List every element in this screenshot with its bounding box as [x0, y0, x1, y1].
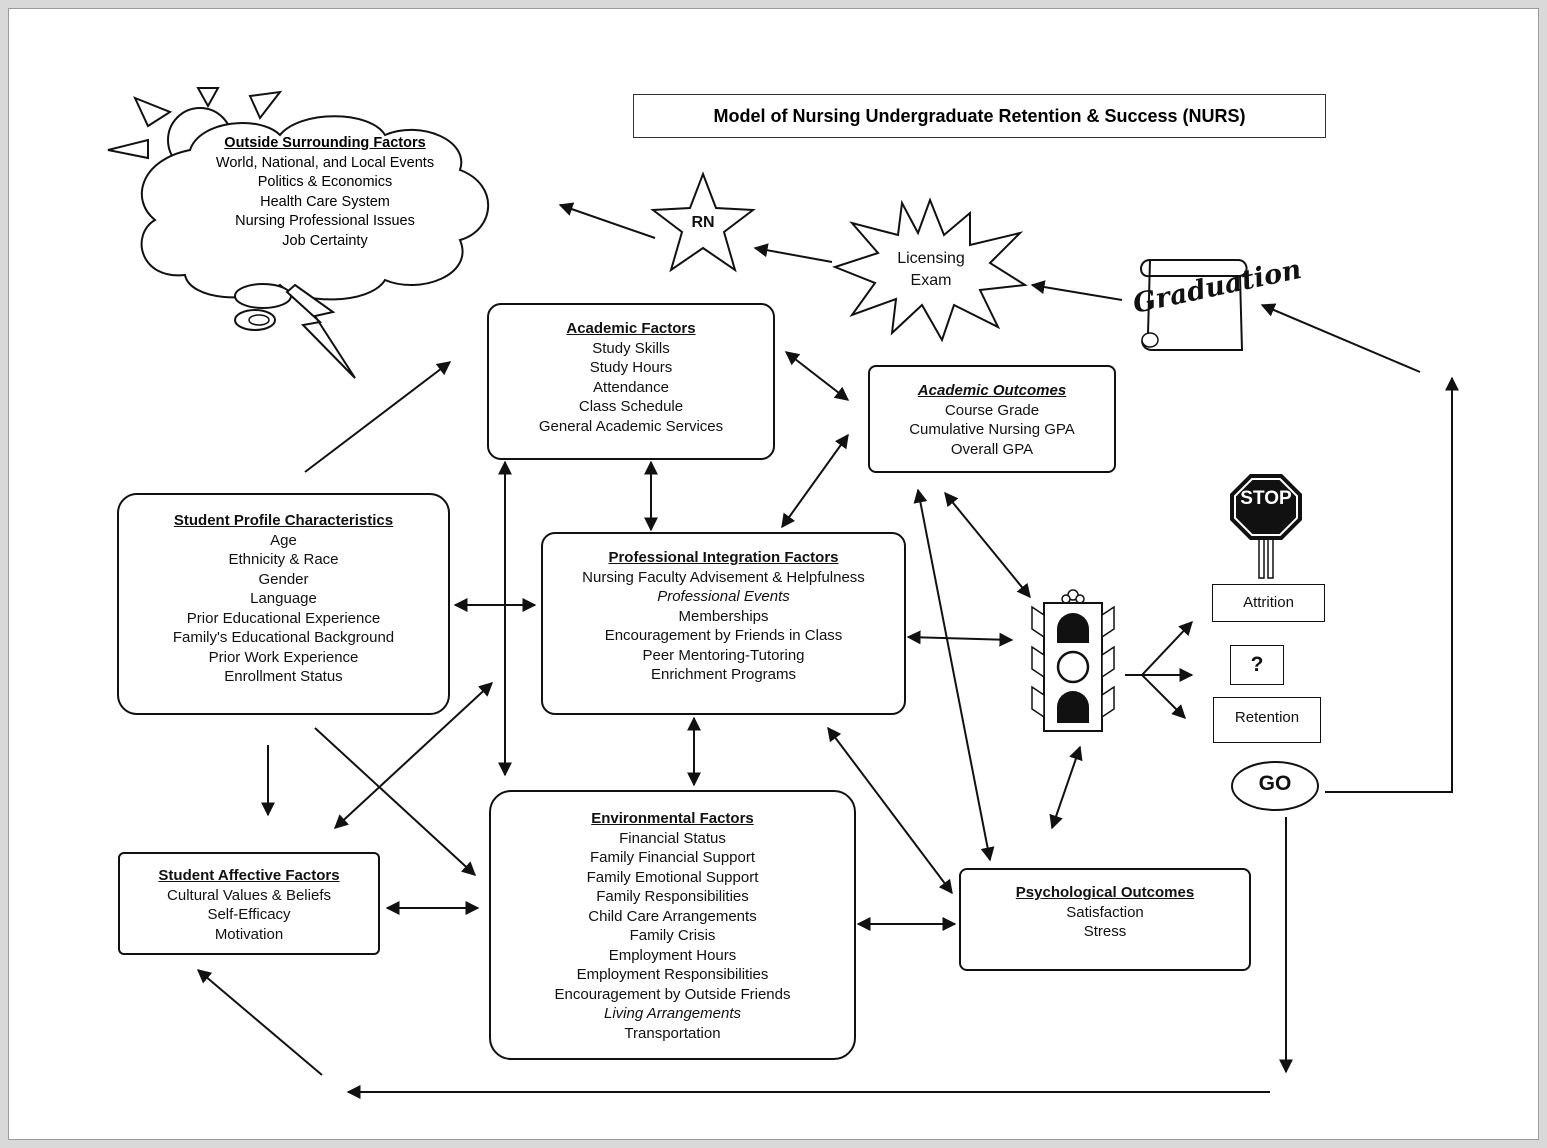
arrow-graduation-to-exam	[1030, 280, 1123, 301]
environmental-factor-item: Employment Responsibilities	[576, 966, 769, 983]
rn-label: RN	[691, 214, 715, 231]
attrition-label: Attrition	[1243, 594, 1294, 611]
professional-integration-item: Encouragement by Friends in Class	[604, 627, 843, 644]
traffic-light-icon	[1031, 589, 1115, 732]
academic-outcomes-box: Academic Outcomes Course Grade Cumulativ…	[868, 365, 1116, 473]
academic-outcome-item: Course Grade	[944, 401, 1040, 419]
academic-factor-item: General Academic Services	[538, 417, 724, 435]
student-profile-heading: Student Profile Characteristics	[173, 512, 394, 529]
academic-outcome-item: Cumulative Nursing GPA	[909, 421, 1075, 438]
outside-factor-item: Politics & Economics	[257, 174, 393, 190]
professional-integration-item: Memberships	[678, 607, 769, 625]
student-profile-box: Student Profile Characteristics Age Ethn…	[117, 493, 450, 715]
environmental-factor-item: Employment Hours	[608, 946, 737, 964]
academic-factor-item: Study Skills	[592, 339, 670, 357]
retention-label: Retention	[1234, 709, 1300, 726]
student-profile-item: Prior Educational Experience	[186, 609, 381, 627]
academic-factor-item: Attendance	[593, 378, 669, 396]
environmental-factor-item: Family Responsibilities	[596, 888, 749, 905]
student-profile-item: Gender	[258, 570, 309, 588]
professional-integration-item: Nursing Faculty Advisement & Helpfulness	[582, 568, 865, 586]
question-box: ?	[1230, 645, 1284, 685]
academic-factors-heading: Academic Factors	[566, 320, 696, 337]
student-affective-item: Motivation	[214, 925, 284, 943]
lightning-icon	[234, 283, 356, 379]
environmental-factor-item: Financial Status	[619, 829, 726, 847]
arrow-to-retention	[1141, 674, 1186, 719]
professional-integration-box: Professional Integration Factors Nursing…	[541, 532, 906, 715]
arrow-rn-to-cloud	[558, 202, 656, 239]
stop-label: STOP	[1240, 488, 1292, 509]
student-affective-item: Self-Efficacy	[207, 906, 291, 923]
environmental-factor-item: Living Arrangements	[603, 1005, 741, 1022]
arrow-exam-to-rn	[753, 243, 833, 263]
arrow-affective-professional	[333, 682, 494, 829]
attrition-box: Attrition	[1212, 584, 1325, 622]
arrow-outcomes-psychological	[913, 488, 995, 862]
outside-factor-item: Job Certainty	[282, 232, 368, 249]
environmental-factors-box: Environmental Factors Financial Status F…	[489, 790, 856, 1060]
arrow-outcomes-traffic	[944, 491, 1031, 599]
rn-star-icon	[650, 171, 756, 273]
outside-factor-item: Nursing Professional Issues	[235, 213, 415, 229]
student-profile-item: Ethnicity & Race	[228, 551, 339, 568]
psychological-outcomes-heading: Psychological Outcomes	[1015, 884, 1195, 901]
go-oval-icon	[1231, 761, 1319, 811]
student-profile-item: Family's Educational Background	[172, 629, 395, 646]
psychological-outcome-item: Satisfaction	[1066, 903, 1144, 921]
student-profile-item: Language	[250, 590, 317, 607]
graduation-scroll-icon	[1140, 259, 1248, 351]
outside-factors-text: Outside Surrounding Factors World, Natio…	[190, 134, 460, 251]
arrow-profile-to-environmental	[314, 727, 477, 876]
psychological-outcomes-box: Psychological Outcomes Satisfaction Stre…	[959, 868, 1251, 971]
diagram-title: Model of Nursing Undergraduate Retention…	[633, 94, 1326, 138]
arrow-profile-to-academic	[304, 361, 452, 473]
professional-integration-heading: Professional Integration Factors	[608, 549, 839, 566]
academic-factor-item: Class Schedule	[578, 398, 684, 415]
professional-integration-item: Professional Events	[657, 588, 790, 605]
environmental-factor-item: Encouragement by Outside Friends	[554, 985, 791, 1003]
cloud-shape	[140, 115, 490, 301]
arrow-professional-traffic	[906, 630, 1014, 647]
student-affective-item: Cultural Values & Beliefs	[167, 886, 331, 904]
psychological-outcome-item: Stress	[1083, 923, 1127, 940]
environmental-factor-item: Family Financial Support	[589, 849, 756, 866]
student-affective-heading: Student Affective Factors	[158, 867, 340, 884]
arrow-outcomes-professional	[781, 433, 849, 529]
arrow-professional-psychological	[827, 726, 953, 895]
academic-outcome-item: Overall GPA	[950, 440, 1034, 458]
environmental-factor-item: Transportation	[624, 1024, 721, 1042]
question-label: ?	[1250, 653, 1264, 676]
professional-integration-item: Peer Mentoring-Tutoring	[642, 646, 805, 664]
environmental-factors-heading: Environmental Factors	[591, 810, 754, 827]
student-profile-item: Prior Work Experience	[208, 648, 359, 666]
arrow-up-to-graduation	[1260, 303, 1421, 373]
student-affective-box: Student Affective Factors Cultural Value…	[118, 852, 380, 955]
licensing-label: Licensing Exam	[897, 250, 965, 289]
academic-factors-box: Academic Factors Study Skills Study Hour…	[487, 303, 775, 460]
outside-factor-item: World, National, and Local Events	[215, 154, 435, 171]
arrow-to-affective	[196, 969, 323, 1076]
environmental-factor-item: Family Crisis	[629, 927, 716, 944]
professional-integration-item: Enrichment Programs	[650, 666, 797, 683]
environmental-factor-item: Family Emotional Support	[586, 868, 759, 886]
licensing-burst-icon	[832, 197, 1028, 343]
arrow-academic-outcomes	[784, 351, 850, 401]
environmental-factor-item: Child Care Arrangements	[588, 907, 757, 925]
academic-outcomes-heading: Academic Outcomes	[917, 382, 1067, 399]
arrow-traffic-psychological	[1049, 745, 1083, 830]
go-label: GO	[1258, 772, 1292, 795]
retention-box: Retention	[1213, 697, 1321, 743]
arrow-to-attrition	[1141, 620, 1193, 676]
stop-sign-icon	[1230, 474, 1302, 579]
outside-factors-heading: Outside Surrounding Factors	[224, 135, 426, 151]
academic-factor-item: Study Hours	[589, 359, 673, 376]
arrow-go-to-graduation	[1325, 376, 1459, 793]
student-profile-item: Enrollment Status	[224, 668, 343, 685]
outside-factor-item: Health Care System	[260, 193, 390, 210]
student-profile-item: Age	[270, 531, 297, 549]
